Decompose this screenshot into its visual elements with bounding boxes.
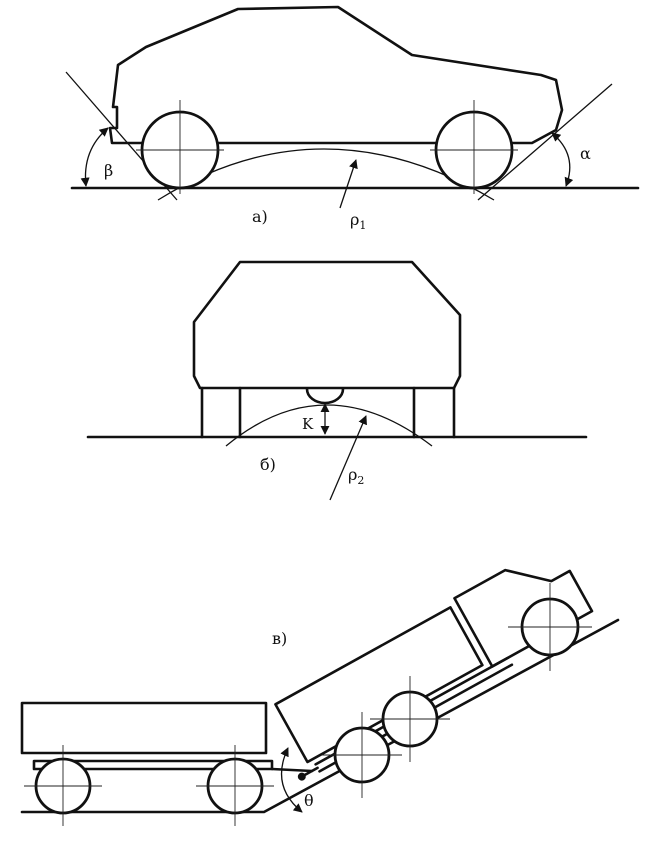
drawbar xyxy=(270,767,314,773)
truck-cab xyxy=(453,568,594,668)
hitch-pivot xyxy=(297,772,306,781)
theta-angle-arc xyxy=(280,747,303,813)
alpha-angle-arc xyxy=(551,132,574,187)
front-overhang-tangent xyxy=(477,83,613,201)
caption-a: а) xyxy=(252,207,268,226)
rho2-label: ρ2 xyxy=(348,465,364,487)
alpha-label: α xyxy=(580,144,591,163)
trailer-frame xyxy=(32,759,274,771)
panel-a-side-view: β α а) ρ1 xyxy=(65,5,640,232)
rho1-arrow xyxy=(339,159,358,209)
beta-angle-arc xyxy=(80,127,109,187)
rho1-label: ρ1 xyxy=(350,210,366,232)
clearance-label: K xyxy=(302,415,314,433)
transverse-radius-arc xyxy=(225,404,433,447)
beta-label: β xyxy=(104,161,113,180)
theta-label: θ xyxy=(304,791,314,810)
truck xyxy=(274,568,594,781)
truck-hitch xyxy=(302,766,319,777)
panel-b-front-view: K б) ρ2 xyxy=(86,260,588,501)
slope-road-line xyxy=(20,618,620,814)
rho2-arrow xyxy=(329,415,367,501)
car-body-front xyxy=(192,260,462,390)
axle-housing xyxy=(305,387,345,405)
caption-c: в) xyxy=(272,629,287,648)
car-body-side xyxy=(108,5,564,145)
caption-b: б) xyxy=(260,455,276,474)
panel-c-road-train: в) θ xyxy=(20,568,620,826)
trailer-body xyxy=(20,701,268,755)
front-wheels xyxy=(200,386,456,439)
